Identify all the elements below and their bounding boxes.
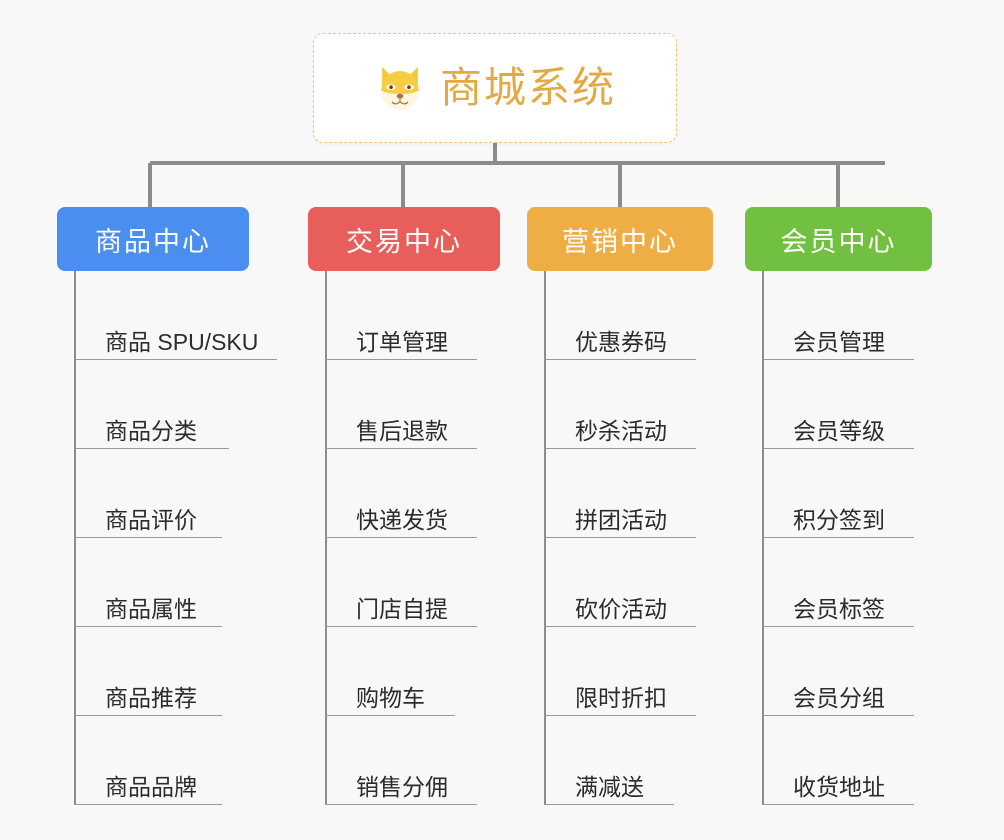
- leaf-item[interactable]: 会员等级: [745, 360, 932, 449]
- branch-item-list: 订单管理售后退款快递发货门店自提购物车销售分佣: [308, 271, 500, 805]
- leaf-item[interactable]: 商品评价: [57, 449, 249, 538]
- leaf-label: 满减送: [575, 774, 644, 800]
- branch-item-list: 优惠券码秒杀活动拼团活动砍价活动限时折扣满减送: [527, 271, 713, 805]
- leaf-label: 商品 SPU/SKU: [105, 329, 259, 355]
- leaf-label: 商品评价: [105, 507, 197, 533]
- leaf-label: 门店自提: [356, 596, 448, 622]
- branch-spine: [325, 271, 327, 805]
- leaf-label: 拼团活动: [575, 507, 667, 533]
- leaf-item[interactable]: 订单管理: [308, 271, 500, 360]
- leaf-label: 砍价活动: [575, 596, 667, 622]
- branch-spine: [74, 271, 76, 805]
- leaf-underline: [325, 715, 455, 716]
- leaf-label: 会员标签: [793, 596, 885, 622]
- leaf-underline: [544, 359, 696, 360]
- leaf-item[interactable]: 积分签到: [745, 449, 932, 538]
- branch-header-1[interactable]: 商品中心: [57, 207, 249, 271]
- leaf-item[interactable]: 会员分组: [745, 627, 932, 716]
- leaf-label: 销售分佣: [356, 774, 448, 800]
- leaf-underline: [762, 359, 914, 360]
- leaf-label: 商品品牌: [105, 774, 197, 800]
- leaf-underline: [74, 715, 222, 716]
- leaf-item[interactable]: 商品分类: [57, 360, 249, 449]
- leaf-item[interactable]: 商品属性: [57, 538, 249, 627]
- leaf-label: 快递发货: [356, 507, 448, 533]
- leaf-item[interactable]: 会员标签: [745, 538, 932, 627]
- leaf-item[interactable]: 限时折扣: [527, 627, 713, 716]
- branch-column-4: 会员中心会员管理会员等级积分签到会员标签会员分组收货地址: [745, 207, 932, 805]
- branch-spine: [762, 271, 764, 805]
- leaf-item[interactable]: 购物车: [308, 627, 500, 716]
- leaf-underline: [74, 626, 222, 627]
- leaf-label: 优惠券码: [575, 329, 667, 355]
- leaf-item[interactable]: 商品 SPU/SKU: [57, 271, 277, 360]
- leaf-underline: [325, 804, 477, 805]
- leaf-label: 会员管理: [793, 329, 885, 355]
- leaf-underline: [325, 448, 477, 449]
- leaf-item[interactable]: 拼团活动: [527, 449, 713, 538]
- leaf-underline: [544, 537, 696, 538]
- leaf-item[interactable]: 商品推荐: [57, 627, 249, 716]
- leaf-underline: [325, 359, 477, 360]
- leaf-underline: [74, 804, 222, 805]
- leaf-label: 秒杀活动: [575, 418, 667, 444]
- leaf-label: 限时折扣: [575, 685, 667, 711]
- leaf-label: 积分签到: [793, 507, 885, 533]
- branch-column-3: 营销中心优惠券码秒杀活动拼团活动砍价活动限时折扣满减送: [527, 207, 713, 805]
- branch-item-list: 商品 SPU/SKU 商品分类商品评价商品属性商品推荐商品品牌: [57, 271, 277, 805]
- leaf-underline: [74, 359, 277, 360]
- leaf-item[interactable]: 商品品牌: [57, 716, 249, 805]
- leaf-underline: [544, 626, 696, 627]
- leaf-underline: [544, 715, 696, 716]
- leaf-item[interactable]: 收货地址: [745, 716, 932, 805]
- leaf-item[interactable]: 砍价活动: [527, 538, 713, 627]
- leaf-item[interactable]: 满减送: [527, 716, 713, 805]
- leaf-label: 订单管理: [356, 329, 448, 355]
- shiba-dog-face-icon: [381, 66, 419, 110]
- leaf-label: 商品分类: [105, 418, 197, 444]
- leaf-item[interactable]: 门店自提: [308, 538, 500, 627]
- leaf-item[interactable]: 销售分佣: [308, 716, 500, 805]
- leaf-item[interactable]: 秒杀活动: [527, 360, 713, 449]
- branch-header-2[interactable]: 交易中心: [308, 207, 500, 271]
- leaf-underline: [74, 448, 229, 449]
- leaf-underline: [74, 537, 222, 538]
- leaf-label: 会员等级: [793, 418, 885, 444]
- leaf-underline: [762, 804, 914, 805]
- leaf-underline: [325, 537, 477, 538]
- leaf-label: 购物车: [356, 685, 425, 711]
- branch-spine: [544, 271, 546, 805]
- leaf-underline: [544, 804, 674, 805]
- root-node[interactable]: 商城系统: [313, 33, 677, 143]
- leaf-item[interactable]: 优惠券码: [527, 271, 713, 360]
- leaf-underline: [762, 537, 914, 538]
- leaf-underline: [762, 715, 914, 716]
- branch-header-3[interactable]: 营销中心: [527, 207, 713, 271]
- root-title: 商城系统: [439, 64, 616, 111]
- leaf-label: 会员分组: [793, 685, 885, 711]
- leaf-underline: [762, 626, 914, 627]
- branch-header-4[interactable]: 会员中心: [745, 207, 932, 271]
- branch-column-1: 商品中心商品 SPU/SKU 商品分类商品评价商品属性商品推荐商品品牌: [57, 207, 277, 805]
- leaf-underline: [544, 448, 696, 449]
- leaf-item[interactable]: 会员管理: [745, 271, 932, 360]
- leaf-label: 售后退款: [356, 418, 448, 444]
- leaf-label: 收货地址: [793, 774, 885, 800]
- leaf-item[interactable]: 售后退款: [308, 360, 500, 449]
- leaf-label: 商品属性: [105, 596, 197, 622]
- branch-column-2: 交易中心订单管理售后退款快递发货门店自提购物车销售分佣: [308, 207, 500, 805]
- leaf-label: 商品推荐: [105, 685, 197, 711]
- branch-item-list: 会员管理会员等级积分签到会员标签会员分组收货地址: [745, 271, 932, 805]
- leaf-underline: [325, 626, 477, 627]
- leaf-underline: [762, 448, 914, 449]
- leaf-item[interactable]: 快递发货: [308, 449, 500, 538]
